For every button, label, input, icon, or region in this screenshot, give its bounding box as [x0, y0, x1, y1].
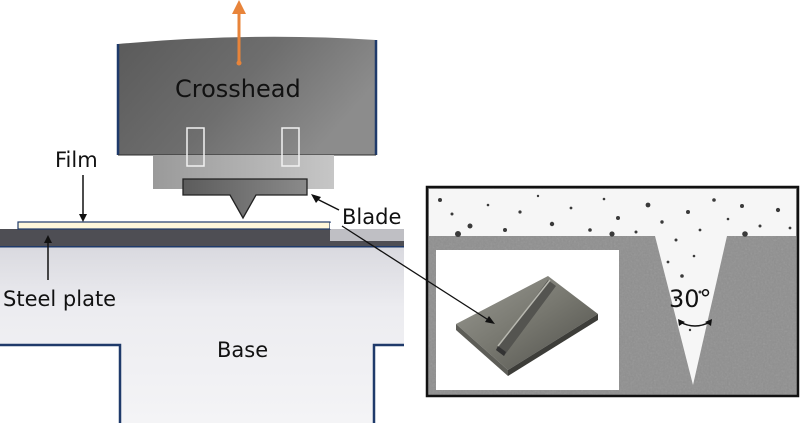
- blade: [182, 178, 308, 220]
- steel-plate-label: Steel plate: [3, 287, 116, 311]
- micrograph-speckles: [438, 194, 792, 332]
- steel-plate-leader: [44, 235, 52, 280]
- base: [0, 244, 404, 423]
- base-label: Base: [217, 338, 268, 362]
- film-label: Film: [55, 148, 98, 172]
- blade-leader: [311, 194, 340, 211]
- crosshead-label: Crosshead: [175, 75, 301, 103]
- film-leader: [79, 175, 87, 222]
- up-arrow-icon: [232, 0, 246, 66]
- blade-photo-leader: [341, 225, 495, 324]
- steel-plate: [0, 229, 404, 246]
- blade-photo: [436, 250, 619, 390]
- film: [17, 221, 404, 230]
- angle-label: 30°: [669, 285, 712, 313]
- blade-label: Blade: [342, 205, 401, 229]
